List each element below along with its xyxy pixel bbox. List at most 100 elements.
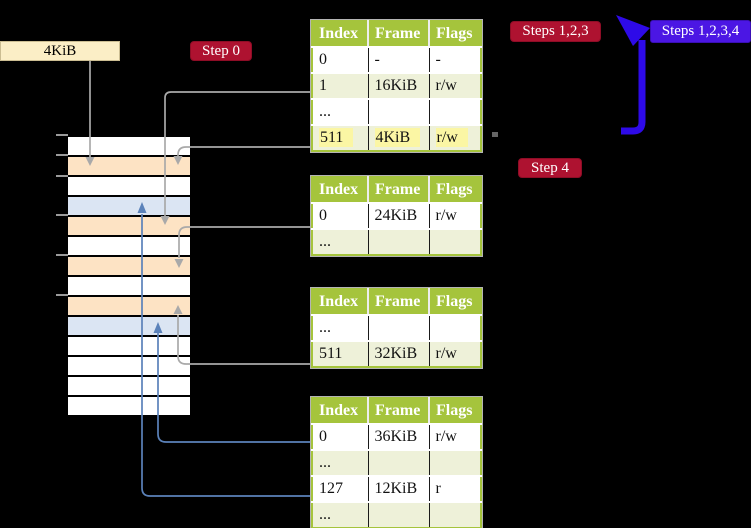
column-header: Index: [312, 398, 369, 425]
table-cell: ...: [312, 502, 369, 528]
address-tick: [56, 134, 68, 136]
table-cell: 4KiB: [368, 125, 430, 151]
table-row: ...: [312, 99, 481, 126]
step0-badge: Step 0: [190, 41, 252, 61]
memory-row-white: [68, 137, 190, 157]
column-header: Frame: [368, 398, 430, 425]
table-cell: r/w: [429, 73, 481, 100]
table-cell: r/w: [429, 203, 481, 230]
steps123-badge: Steps 1,2,3: [510, 21, 601, 42]
column-header: Flags: [429, 177, 481, 204]
arrow-entry511-to-32kib: [177, 315, 311, 365]
table-cell: [368, 315, 430, 342]
memory-row-orange: [68, 297, 190, 317]
physical-memory-strip: [68, 135, 190, 417]
arrow-entry0-to-24kib: [178, 226, 311, 258]
table-cell: [368, 229, 430, 255]
table-cell: r/w: [429, 341, 481, 367]
memory-row-white: [68, 277, 190, 297]
table-cell: r/w: [429, 424, 481, 451]
table-cell: ...: [312, 229, 369, 255]
table-row: 0--: [312, 47, 481, 74]
memory-row-white: [68, 357, 190, 377]
address-tick: [56, 175, 68, 177]
memory-row-blue: [68, 317, 190, 337]
table-cell: 36KiB: [368, 424, 430, 451]
table-cell: 16KiB: [368, 73, 430, 100]
table-cell: 511: [312, 341, 369, 367]
table-cell: 127: [312, 476, 369, 503]
table-cell: [429, 229, 481, 255]
memory-row-white: [68, 337, 190, 357]
table-row: 511 4KiB r/w: [312, 125, 481, 151]
table-cell: 0: [312, 424, 369, 451]
column-header: Frame: [368, 21, 430, 48]
memory-row-orange: [68, 217, 190, 237]
highlighted-value: r/w: [435, 128, 468, 147]
table-cell: 24KiB: [368, 203, 430, 230]
table-cell: ...: [312, 99, 369, 126]
memory-row-orange: [68, 157, 190, 177]
table-cell: r: [429, 476, 481, 503]
column-header: Frame: [368, 289, 430, 316]
page-size-label: 4KiB: [0, 41, 120, 61]
table-cell: [429, 502, 481, 528]
address-tick: [56, 254, 68, 256]
table-cell: [429, 99, 481, 126]
column-header: Index: [312, 289, 369, 316]
column-header: Flags: [429, 398, 481, 425]
column-header: Index: [312, 177, 369, 204]
table-cell: 0: [312, 47, 369, 74]
step4-badge: Step 4: [518, 158, 582, 178]
table-cell: -: [368, 47, 430, 74]
memory-row-white: [68, 177, 190, 197]
table-cell: [368, 450, 430, 477]
table-cell: [368, 99, 430, 126]
column-header: Index: [312, 21, 369, 48]
table-cell: 511: [312, 125, 369, 151]
column-header: Flags: [429, 21, 481, 48]
memory-row-blue: [68, 197, 190, 217]
table-cell: ...: [312, 315, 369, 342]
memory-row-white: [68, 237, 190, 257]
address-tick: [56, 214, 68, 216]
column-header: Frame: [368, 177, 430, 204]
highlighted-value: 511: [319, 128, 354, 147]
table-cell: 32KiB: [368, 341, 430, 367]
address-tick: [56, 294, 68, 296]
column-header: Flags: [429, 289, 481, 316]
memory-row-orange: [68, 257, 190, 277]
steps1234-badge: Steps 1,2,3,4: [650, 20, 751, 43]
table-cell: [368, 502, 430, 528]
stray-mark: [492, 132, 498, 137]
memory-row-white: [68, 377, 190, 397]
table-row: ...: [312, 315, 481, 342]
table-row: ...: [312, 450, 481, 477]
memory-row-white: [68, 397, 190, 417]
table-row: ...: [312, 229, 481, 255]
table-cell: r/w: [429, 125, 481, 151]
table-cell: 1: [312, 73, 369, 100]
table-cell: ...: [312, 450, 369, 477]
table-cell: [429, 315, 481, 342]
table-cell: -: [429, 47, 481, 74]
highlighted-value: 4KiB: [374, 128, 421, 147]
table-row: ...: [312, 502, 481, 528]
table-cell: [429, 450, 481, 477]
address-tick: [56, 154, 68, 156]
big-loop-arrow: [616, 15, 650, 135]
